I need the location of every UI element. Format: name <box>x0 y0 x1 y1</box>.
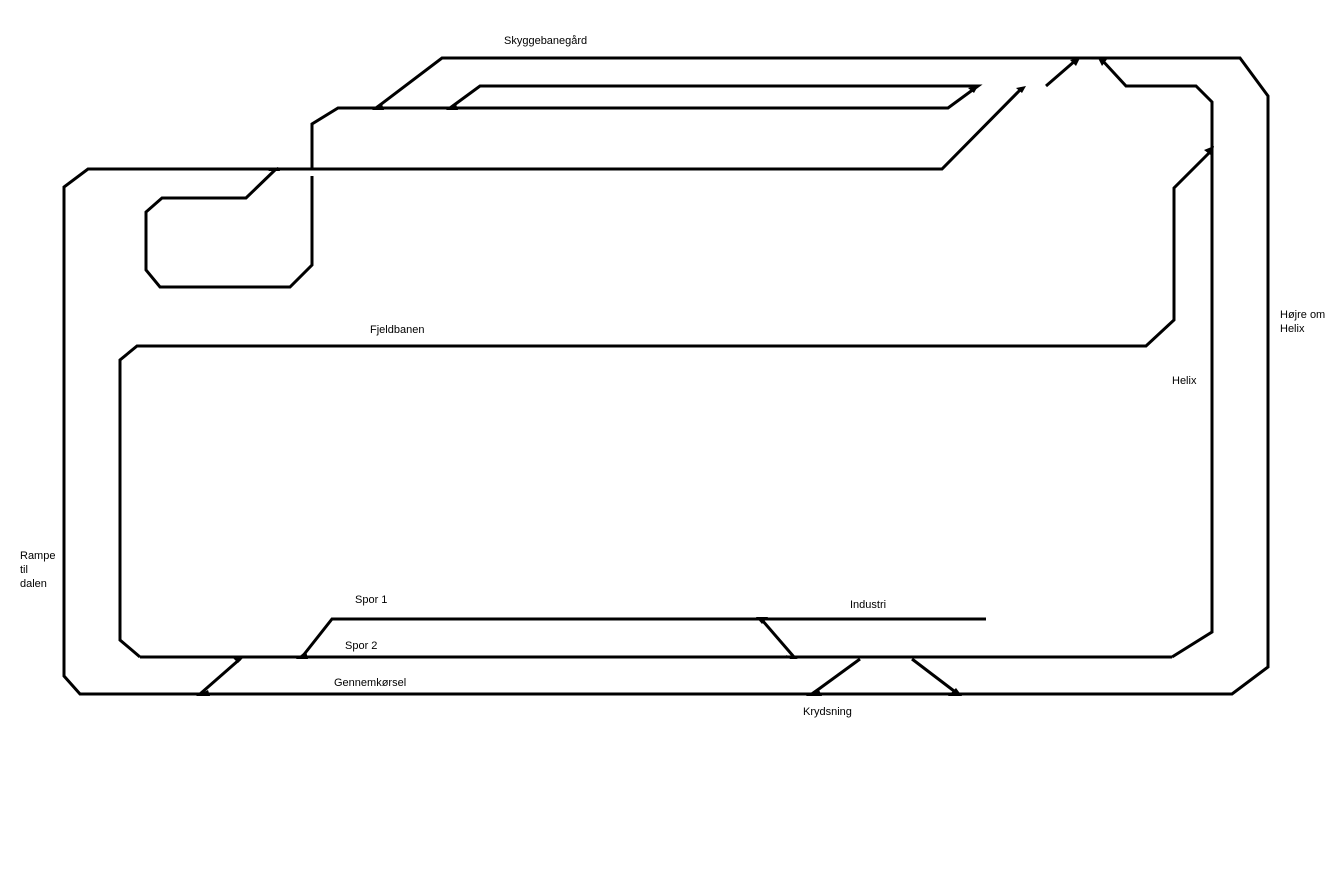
turnout-marker <box>1070 58 1080 66</box>
turnout-marker <box>446 104 458 110</box>
shadow-yard-entry <box>1045 58 1077 88</box>
through-line-connector <box>199 657 241 696</box>
label-right-helix-line2: Helix <box>1280 323 1305 335</box>
label-mountain-line: Fjeldbanen <box>370 324 424 336</box>
turnout-marker <box>232 657 244 663</box>
reversing-loop-track <box>144 167 314 289</box>
label-track-2: Spor 2 <box>345 640 377 652</box>
helix-track <box>118 148 1214 659</box>
shadow-yard-exit <box>1100 58 1214 150</box>
turnout-marker <box>806 688 822 696</box>
track-1 <box>300 617 986 658</box>
label-helix: Helix <box>1172 375 1197 387</box>
turnout-marker <box>1098 58 1108 66</box>
shadow-yard-track-2 <box>312 86 1024 171</box>
turnout-marker <box>372 104 384 110</box>
label-industry: Industri <box>850 599 886 611</box>
turnout-marker <box>268 167 280 171</box>
crossing-track-a <box>811 657 861 696</box>
turnout-marker <box>786 655 798 659</box>
industry-turnout-track <box>760 619 796 658</box>
helix-right-track <box>1171 150 1214 659</box>
label-through-line: Gennemkørsel <box>334 677 406 689</box>
label-ramp-line3: dalen <box>20 578 47 590</box>
turnout-marker <box>948 688 962 696</box>
outer-loop-track <box>97 56 1270 696</box>
crossing-track-b <box>911 657 959 696</box>
turnout-marker <box>1204 146 1214 156</box>
shadow-yard-connector <box>310 106 376 169</box>
turnout-marker <box>968 86 978 93</box>
label-right-helix-line1: Højre om <box>1280 309 1325 321</box>
label-ramp-line2: til <box>20 564 28 576</box>
label-crossing: Krydsning <box>803 706 852 718</box>
label-track-1: Spor 1 <box>355 594 387 606</box>
turnout-marker <box>196 690 210 696</box>
outer-left-track <box>62 167 312 696</box>
label-ramp-line1: Rampe <box>20 550 55 562</box>
turnout-marker <box>296 651 308 659</box>
turnout-marker <box>756 617 768 624</box>
turnout-marker <box>1016 86 1026 93</box>
label-shadow-yard: Skyggebanegård <box>504 35 587 47</box>
shadow-yard-track-1 <box>376 84 983 110</box>
